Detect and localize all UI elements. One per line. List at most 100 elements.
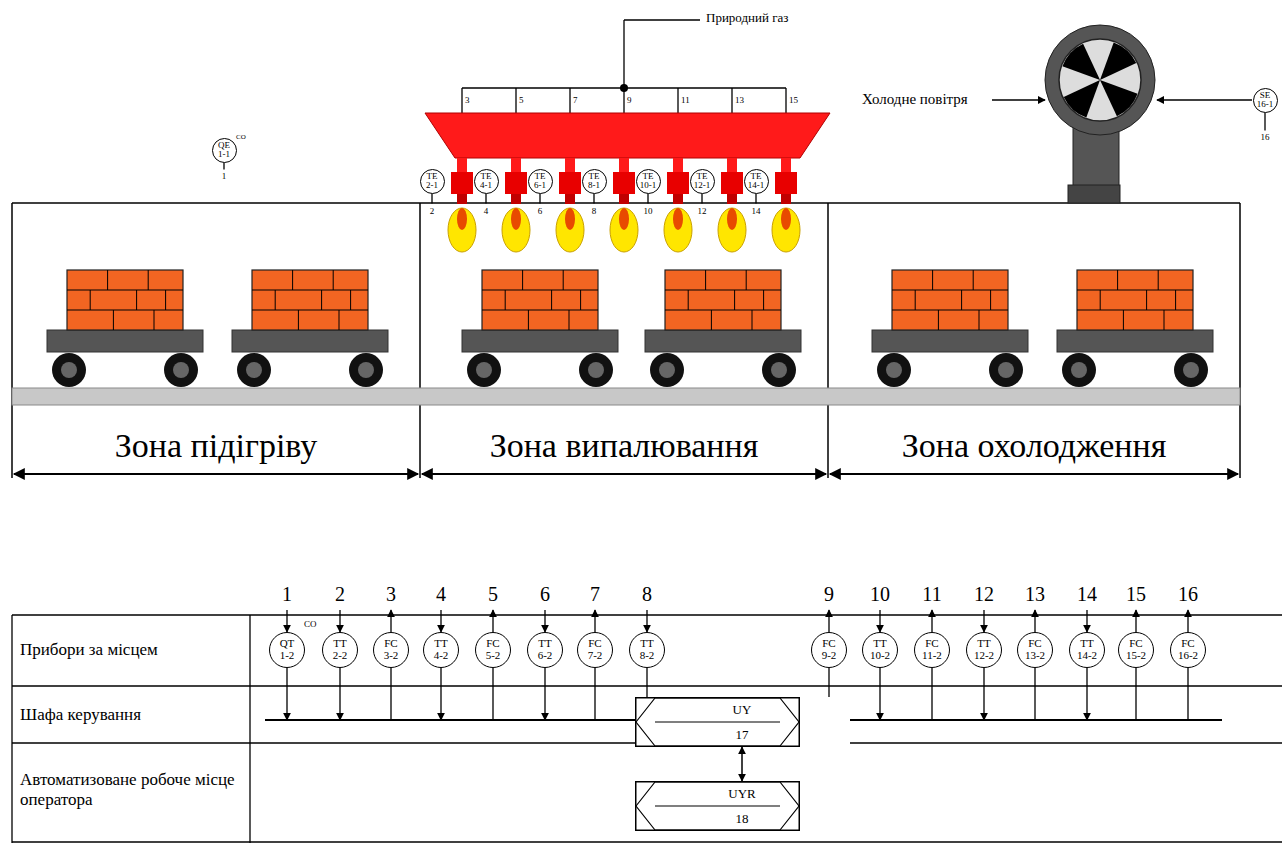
brick-joint [1117, 270, 1118, 290]
callout-number: 15 [789, 95, 798, 105]
sensor-stem [539, 194, 540, 204]
callout-number: 9 [824, 583, 834, 606]
flame-core [727, 208, 737, 230]
sensor-stem [593, 194, 594, 204]
callout-number: 3 [386, 583, 396, 606]
instrument-tag: UY17 [733, 697, 752, 747]
tag-line: TT [974, 638, 994, 650]
brick-joint [107, 270, 108, 290]
brick-joint [522, 270, 523, 290]
flame [718, 208, 746, 252]
instrument-tag: TE12-1 [694, 172, 711, 191]
connector-drop [879, 668, 880, 720]
controller-divider [655, 721, 780, 722]
fan-base [1068, 185, 1120, 203]
brick-joint [938, 310, 939, 330]
burner-nozzle [619, 194, 629, 204]
tag-line: QT [280, 638, 295, 650]
brick-joint [1123, 310, 1124, 330]
brick-joint [932, 270, 933, 290]
connector-drop [390, 668, 391, 720]
callout-number: 2 [430, 206, 435, 216]
tag-line: 17 [733, 722, 752, 747]
sensor-stem [1264, 113, 1265, 131]
controller-box: UY17 [635, 697, 850, 747]
tag-line: 4-1 [480, 181, 492, 190]
callout-number: 6 [540, 583, 550, 606]
flame-core [565, 208, 575, 230]
wheel [762, 353, 796, 387]
instrument-circle: FC11-2 [914, 632, 950, 668]
connector-drop [544, 668, 545, 720]
instrument-circle: FC13-2 [1017, 632, 1053, 668]
tag-line: 16-2 [1178, 650, 1198, 662]
tag-line: 8-2 [640, 650, 655, 662]
instrument-circle: TE10-1 [636, 169, 661, 194]
connector-drop [1034, 668, 1035, 720]
row-header: Прибори за місцем [20, 640, 158, 660]
instrument-tag: FC13-2 [1025, 638, 1045, 661]
instrument-tag: FC7-2 [588, 638, 603, 661]
callout-number: 16 [1261, 132, 1270, 142]
gas-branch [785, 88, 786, 113]
callout-number: 2 [335, 583, 345, 606]
signal-out [594, 610, 595, 632]
cart-platform [1057, 330, 1213, 352]
flame [502, 208, 530, 252]
sensor-arrow [1157, 99, 1252, 100]
wheel [650, 353, 684, 387]
zone-divider [419, 203, 421, 478]
brick-joint [113, 310, 114, 330]
tag-line: 3-2 [384, 650, 399, 662]
tag-line: FC [922, 638, 942, 650]
cart-platform [872, 330, 1028, 352]
connector-bus [340, 719, 635, 721]
instrument-circle: FC16-2 [1170, 632, 1206, 668]
wheel-hub [476, 362, 492, 378]
tag-line: 6-1 [534, 181, 546, 190]
signal-in [339, 610, 340, 632]
instrument-circle: TE8-1 [582, 169, 607, 194]
cart-platform [232, 330, 388, 352]
connector [493, 668, 635, 720]
row-header: Автоматизоване робоче місце оператора [20, 770, 245, 811]
connector-drop [339, 668, 340, 720]
flame [664, 208, 692, 252]
signal-out [931, 610, 932, 632]
instrument-circle: TE12-1 [690, 169, 715, 194]
connector-drop [286, 668, 287, 720]
callout-number: 10 [870, 583, 890, 606]
brick-joint [979, 310, 980, 330]
instrument-circle: TT8-2 [629, 632, 665, 668]
connector-drop [1187, 668, 1188, 720]
zone-divider [827, 203, 829, 478]
connector [287, 668, 635, 720]
gas-superscript: CO [236, 133, 246, 141]
burner-nozzle [727, 194, 737, 204]
instrument-tag: QE1-1 [218, 141, 230, 160]
instrument-circle: QT1-2 [269, 632, 305, 668]
tag-line: 14-2 [1077, 650, 1097, 662]
burner-pipe [511, 158, 521, 172]
brick-joint [961, 290, 962, 310]
callout-number: 4 [484, 206, 489, 216]
brick-joint [1164, 310, 1165, 330]
tag-line: TE [640, 172, 657, 181]
zone-arrow [422, 473, 826, 475]
tag-line: 2-2 [333, 650, 348, 662]
sensor-stem [431, 194, 432, 204]
flame-core [781, 208, 791, 230]
flame [448, 208, 476, 252]
tag-line: 13-2 [1025, 650, 1045, 662]
signal-in [879, 610, 880, 632]
brick-joint [350, 290, 351, 310]
tag-line: 4-2 [434, 650, 449, 662]
wheel [52, 353, 86, 387]
brick-joint [154, 310, 155, 330]
table-rule [249, 615, 250, 843]
fan-blade [1064, 80, 1100, 118]
callout-number: 13 [1025, 583, 1045, 606]
instrument-circle: QE1-1 [212, 138, 237, 163]
connector [545, 668, 635, 720]
